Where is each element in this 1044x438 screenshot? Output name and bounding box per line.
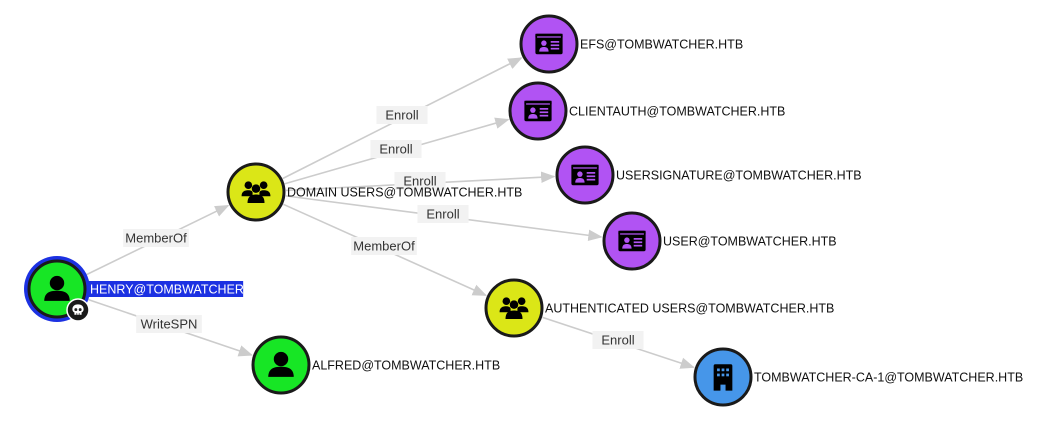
node-label[interactable]: AUTHENTICATED USERS@TOMBWATCHER.HTB bbox=[545, 302, 834, 316]
node-label[interactable]: USER@TOMBWATCHER.HTB bbox=[663, 235, 837, 249]
node-auth_users[interactable]: AUTHENTICATED USERS@TOMBWATCHER.HTB bbox=[484, 278, 834, 338]
edge-domain_users-clientauth[interactable]: Enroll bbox=[284, 117, 510, 185]
edge-label[interactable]: WriteSPN bbox=[141, 317, 198, 332]
node-usersignature[interactable]: USERSIGNATURE@TOMBWATCHER.HTB bbox=[555, 145, 862, 205]
edge-label-background bbox=[592, 331, 644, 349]
node-domain_users[interactable]: DOMAIN USERS@TOMBWATCHER.HTB bbox=[226, 162, 522, 222]
edge-label[interactable]: MemberOf bbox=[353, 239, 415, 254]
node-label[interactable]: EFS@TOMBWATCHER.HTB bbox=[580, 38, 743, 52]
node-label[interactable]: HENRY@TOMBWATCHER.HTB bbox=[90, 283, 272, 297]
node-efs[interactable]: EFS@TOMBWATCHER.HTB bbox=[519, 14, 743, 74]
edge-label[interactable]: Enroll bbox=[403, 174, 436, 189]
edge-label[interactable]: MemberOf bbox=[125, 231, 187, 246]
edge-label[interactable]: Enroll bbox=[385, 108, 418, 123]
edge-label-background bbox=[136, 315, 202, 333]
edge-label-background bbox=[376, 106, 428, 124]
node-user[interactable]: USER@TOMBWATCHER.HTB bbox=[602, 211, 837, 271]
edge-domain_users-user[interactable]: Enroll bbox=[285, 195, 603, 242]
id-card-icon bbox=[524, 100, 552, 122]
id-card-icon bbox=[618, 230, 646, 252]
edge-domain_users-auth_users[interactable]: MemberOf bbox=[283, 203, 488, 297]
edge-label-background bbox=[417, 205, 469, 223]
edge-label[interactable]: Enroll bbox=[379, 142, 412, 157]
edge-label-background bbox=[394, 172, 446, 190]
edge-henry-alfred[interactable]: WriteSPN bbox=[85, 297, 254, 357]
node-alfred[interactable]: ALFRED@TOMBWATCHER.HTB bbox=[251, 335, 500, 395]
node-ca[interactable]: TOMBWATCHER-CA-1@TOMBWATCHER.HTB bbox=[693, 347, 1023, 407]
edge-domain_users-efs[interactable]: Enroll bbox=[282, 57, 523, 180]
node-henry[interactable]: HENRY@TOMBWATCHER.HTB bbox=[24, 256, 272, 322]
edge-henry-domain_users[interactable]: MemberOf bbox=[83, 204, 230, 277]
node-label[interactable]: USERSIGNATURE@TOMBWATCHER.HTB bbox=[616, 169, 862, 183]
edge-label-background bbox=[351, 237, 417, 255]
label-highlight bbox=[87, 281, 244, 297]
id-card-icon bbox=[535, 33, 563, 55]
node-label[interactable]: DOMAIN USERS@TOMBWATCHER.HTB bbox=[287, 186, 522, 200]
node-label[interactable]: ALFRED@TOMBWATCHER.HTB bbox=[312, 359, 500, 373]
edge-label[interactable]: Enroll bbox=[601, 333, 634, 348]
node-label[interactable]: TOMBWATCHER-CA-1@TOMBWATCHER.HTB bbox=[754, 371, 1023, 385]
edge-label[interactable]: Enroll bbox=[426, 207, 459, 222]
edge-domain_users-usersignature[interactable]: Enroll bbox=[285, 171, 556, 192]
node-clientauth[interactable]: CLIENTAUTH@TOMBWATCHER.HTB bbox=[508, 81, 785, 141]
edge-auth_users-ca[interactable]: Enroll bbox=[542, 316, 695, 369]
edge-label-background bbox=[123, 229, 189, 247]
edge-label-background bbox=[370, 140, 422, 158]
id-card-icon bbox=[571, 164, 599, 186]
node-label[interactable]: CLIENTAUTH@TOMBWATCHER.HTB bbox=[569, 105, 785, 119]
